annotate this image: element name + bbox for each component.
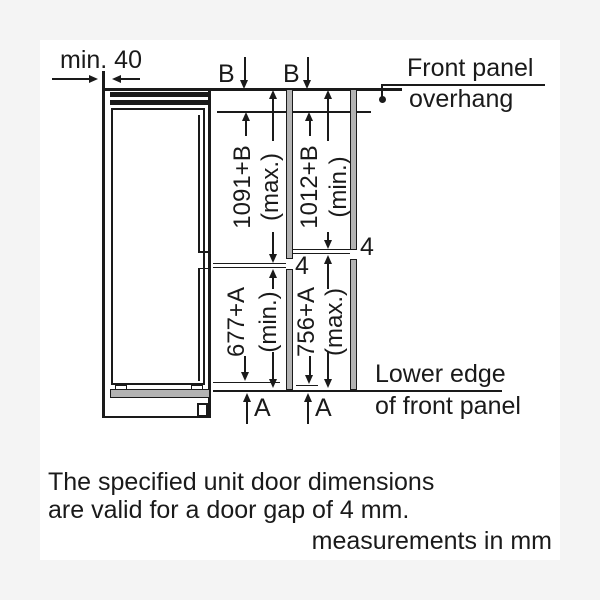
dim-1012-value: 1012+B (296, 145, 323, 229)
door-bottom-arrow-shaft-mid (308, 356, 311, 375)
dim-1012-qualifier: (min.) (325, 156, 352, 218)
dim-677-qualifier: (min.) (255, 291, 282, 353)
dim-a-label-2: A (315, 394, 332, 422)
units-note: measurements in mm (311, 527, 552, 555)
overhang-label-line1: Front panel (407, 54, 534, 82)
dim-1091-arrowhead-top (268, 89, 277, 99)
lower-edge-label-line2: of front panel (375, 392, 521, 420)
dim-a-arrow-shaft-1 (246, 401, 248, 424)
split-line-left-lower (213, 266, 286, 269)
door-bottom-arrow-shaft-left (244, 356, 246, 372)
dim-a-arrow-shaft-2 (307, 401, 309, 424)
dim-677-shaft-top (272, 277, 274, 289)
min-clearance-label: min. 40 (60, 46, 142, 74)
appliance-door-edge-upper (197, 115, 200, 252)
dim-1012-shaft-top (327, 98, 329, 141)
dim-b-arrow-shaft-2 (306, 57, 309, 80)
dim-1091-value: 1091+B (229, 145, 256, 229)
dim-1012-shaft-bottom (327, 232, 329, 240)
dim-b-label-2: B (283, 60, 300, 88)
dim-b-arrowhead-1 (240, 80, 248, 89)
dim-a-arrowhead-2 (303, 392, 312, 402)
overhang-leader-drop (381, 83, 383, 97)
dim-1012-arrowhead-bottom (323, 239, 332, 249)
door-gap-label-left: 4 (295, 252, 309, 280)
dim-a-label-1: A (254, 394, 271, 422)
dim-b-arrow-shaft-1 (243, 57, 246, 80)
dim-677-value: 677+A (223, 286, 250, 358)
dim-756-arrowhead-top (323, 254, 332, 264)
front-panel-right-lower-segment (350, 258, 357, 390)
cabinet-left-wall (101, 71, 105, 416)
appliance-plinth-bar (110, 388, 210, 398)
overhang-label-line2: overhang (409, 85, 514, 113)
front-panel-bottom-line (213, 389, 502, 392)
door-top-arrowhead-1 (241, 112, 250, 121)
note-line2: are valid for a door gap of 4 mm. (48, 496, 410, 524)
overhang-leader-dot (378, 95, 386, 103)
door-bottom-arrowhead-left (240, 372, 249, 381)
note-line1: The specified unit door dimensions (48, 468, 435, 496)
dim-1091-shaft-bottom (272, 232, 274, 254)
door-top-arrow-shaft-2 (308, 121, 311, 136)
dim-677-arrowhead-top (268, 268, 277, 278)
overhang-leader-line (381, 83, 545, 86)
appliance-foot (196, 403, 208, 417)
door-top-arrowhead-2 (305, 112, 313, 121)
front-panel-left-lower-segment (286, 269, 293, 390)
dim-1091-qualifier: (max.) (257, 153, 284, 221)
appliance-door-gap-top-line (197, 251, 211, 253)
split-line-mid-lower (293, 252, 350, 255)
min-clearance-arrowhead-right (89, 74, 98, 83)
dim-756-arrowhead-bottom (323, 379, 332, 388)
door-top-arrow-shaft-1 (245, 121, 247, 136)
appliance-door-gap-bottom-line (197, 267, 211, 270)
door-bottom-marker-mid (296, 384, 318, 387)
lower-edge-label-line1: Lower edge (375, 360, 506, 388)
dim-677-arrowhead-bottom (268, 379, 277, 388)
dim-b-arrowhead-2 (303, 80, 311, 89)
split-line-left-upper (213, 262, 286, 265)
min-clearance-arrow-shaft-right (121, 78, 140, 80)
appliance-door-top-line (217, 110, 371, 113)
split-line-mid-upper (293, 248, 350, 251)
cabinet-top-panel-bar-2 (110, 99, 208, 105)
dim-a-arrowhead-1 (242, 392, 251, 402)
appliance-door-edge-lower (197, 269, 200, 381)
appliance-outline (111, 108, 205, 385)
cabinet-top-panel-bar-1 (110, 91, 208, 97)
diagram-canvas (40, 40, 560, 560)
dim-1012-arrowhead-top (323, 89, 332, 99)
dim-1091-arrowhead-bottom (268, 253, 277, 263)
front-panel-left-upper-segment (286, 88, 293, 259)
front-panel-top-line (101, 88, 402, 91)
dim-677-shaft-bottom (272, 352, 274, 379)
front-panel-right-upper-segment (350, 88, 357, 250)
dim-756-value: 756+A (293, 286, 320, 358)
dim-b-label-1: B (218, 60, 235, 88)
door-bottom-arrowhead-mid (305, 375, 313, 384)
min-clearance-arrow-shaft-left (52, 78, 89, 80)
dim-756-qualifier: (max.) (321, 288, 348, 356)
door-gap-label-right: 4 (360, 233, 374, 261)
dim-756-shaft-top (327, 263, 329, 289)
door-bottom-marker-left (213, 381, 280, 384)
dim-756-shaft-bottom (327, 352, 329, 379)
dim-1091-shaft-top (272, 98, 274, 141)
cabinet-bottom-line (101, 415, 211, 418)
min-clearance-arrowhead-left (112, 74, 121, 83)
